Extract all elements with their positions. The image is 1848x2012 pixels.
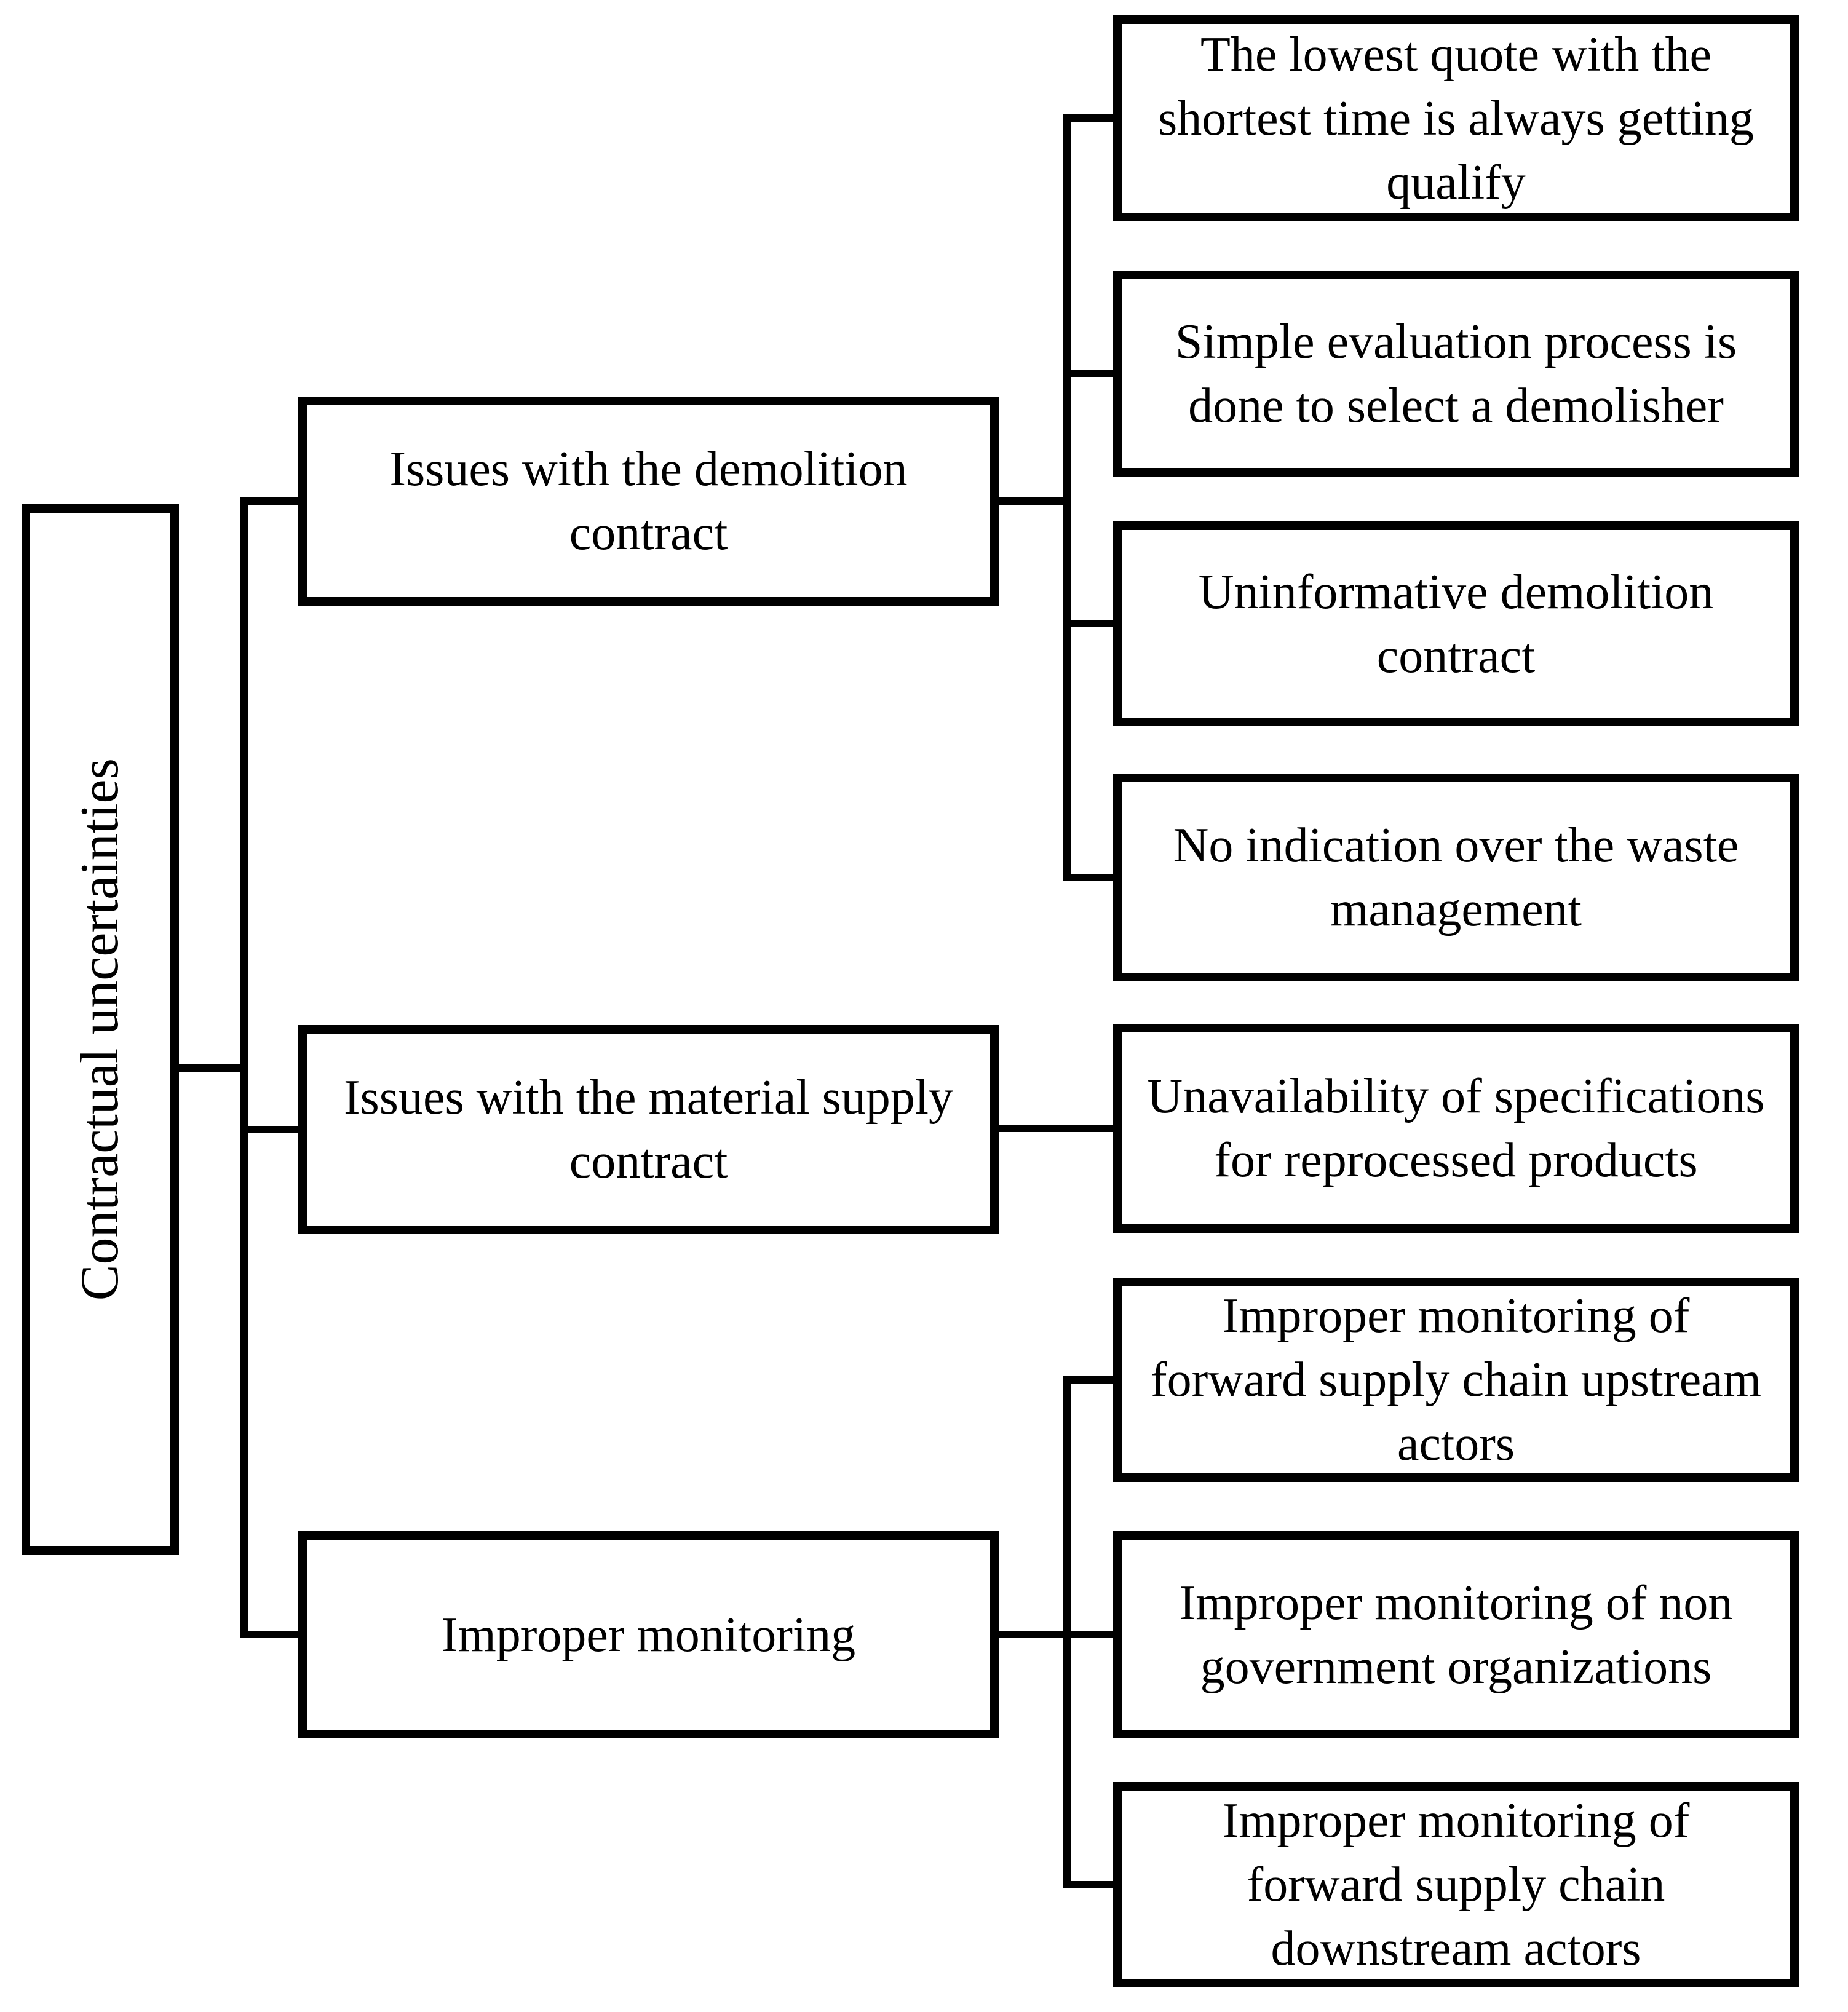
connector-branch2-to-leaf-5 — [999, 1125, 1113, 1132]
connector-stub-leaf-6 — [1071, 1376, 1113, 1384]
node-leaf-lowest-quote: The lowest quote with the shortest time … — [1113, 15, 1799, 221]
connector-stub-leaf-7 — [1071, 1631, 1113, 1638]
connector-stub-branch-3 — [248, 1631, 298, 1638]
node-leaf-label: Improper monitoring of non government or… — [1179, 1575, 1733, 1694]
node-branch-label: Issues with the material supply contract — [344, 1071, 953, 1189]
node-root-label: Contractual uncertainties — [69, 758, 130, 1301]
node-leaf-no-indication-waste: No indication over the waste management — [1113, 774, 1799, 981]
connector-stub-branch-2 — [248, 1126, 298, 1133]
node-leaf-uninformative-contract: Uninformative demolition contract — [1113, 521, 1799, 726]
node-leaf-label: The lowest quote with the shortest time … — [1158, 27, 1754, 210]
node-leaf-label: Improper monitoring of forward supply ch… — [1222, 1794, 1690, 1976]
node-branch-label: Improper monitoring — [441, 1607, 856, 1662]
connector-stub-branch-1 — [248, 497, 298, 505]
connector-branch3-to-trunk — [999, 1631, 1071, 1638]
node-leaf-unavailability-specifications: Unavailability of specifications for rep… — [1113, 1024, 1799, 1233]
connector-trunk-branch1 — [1063, 114, 1071, 881]
node-leaf-label: Uninformative demolition contract — [1198, 564, 1714, 683]
connector-stub-leaf-4 — [1071, 874, 1113, 881]
node-leaf-label: Simple evaluation process is done to sel… — [1175, 314, 1737, 433]
connector-stub-leaf-2 — [1071, 370, 1113, 377]
node-branch-label: Issues with the demolition contract — [389, 442, 908, 560]
node-leaf-monitoring-upstream: Improper monitoring of forward supply ch… — [1113, 1278, 1799, 1482]
connector-stub-leaf-1 — [1071, 114, 1113, 122]
node-branch-demolition-contract: Issues with the demolition contract — [298, 397, 999, 606]
node-root-contractual-uncertainties: Contractual uncertainties — [22, 504, 179, 1555]
node-leaf-label: Improper monitoring of forward supply ch… — [1150, 1289, 1762, 1471]
node-leaf-monitoring-downstream: Improper monitoring of forward supply ch… — [1113, 1782, 1799, 1987]
node-leaf-simple-evaluation: Simple evaluation process is done to sel… — [1113, 271, 1799, 477]
node-branch-improper-monitoring: Improper monitoring — [298, 1531, 999, 1738]
connector-trunk-branch3 — [1063, 1376, 1071, 1888]
connector-stub-leaf-3 — [1071, 620, 1113, 627]
connector-branch1-to-trunk — [999, 497, 1067, 505]
node-leaf-monitoring-ngo: Improper monitoring of non government or… — [1113, 1531, 1799, 1738]
connector-trunk-main — [240, 497, 248, 1638]
node-branch-material-supply-contract: Issues with the material supply contract — [298, 1025, 999, 1234]
node-leaf-label: Unavailability of specifications for rep… — [1147, 1069, 1765, 1187]
connector-stub-leaf-8 — [1071, 1881, 1113, 1888]
node-leaf-label: No indication over the waste management — [1173, 818, 1739, 937]
connector-root-to-trunk — [178, 1064, 248, 1072]
